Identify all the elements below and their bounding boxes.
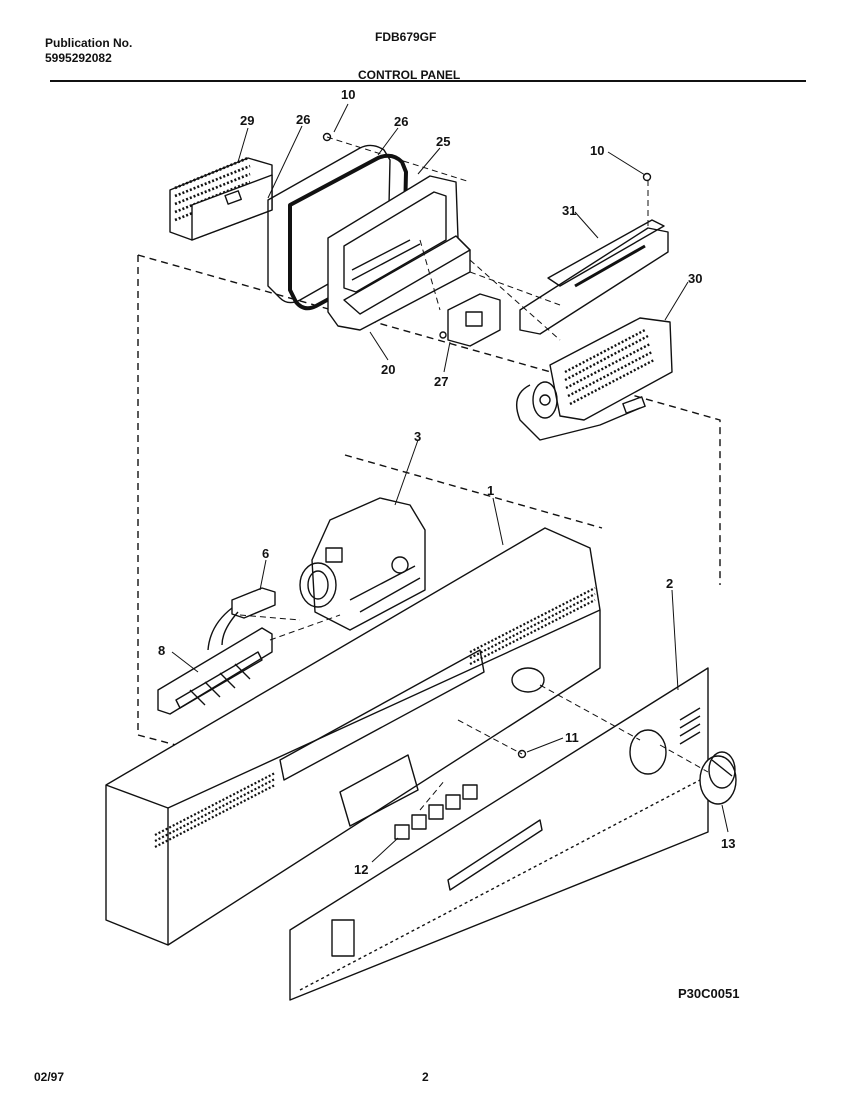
diagram-code: P30C0051 (678, 986, 740, 1001)
callout-8: 8 (158, 643, 165, 658)
part-3-timer (299, 497, 426, 631)
part-25-trim-frame (327, 175, 471, 331)
publication-number: 5995292082 (45, 51, 112, 65)
part-8-switch-bracket (157, 627, 273, 715)
callout-29: 29 (240, 113, 254, 128)
callout-13: 13 (721, 836, 735, 851)
part-10-screw-right (642, 172, 652, 182)
callout-27: 27 (434, 374, 448, 389)
part-6-terminal-block (207, 587, 276, 651)
callout-10b: 10 (590, 143, 604, 158)
part-30-blower-fan (516, 317, 673, 441)
part-2-overlay (289, 667, 709, 1001)
header-rule (50, 80, 806, 82)
part-13-knob (699, 751, 737, 805)
callout-20: 20 (381, 362, 395, 377)
assembly-lines (239, 136, 709, 811)
callout-26a: 26 (296, 112, 310, 127)
part-29-vent-insert (169, 156, 273, 241)
part-1-console (105, 527, 601, 946)
section-title: CONTROL PANEL (358, 68, 461, 82)
part-12-button-keypad (394, 784, 478, 840)
callout-1: 1 (487, 483, 494, 498)
model-number: FDB679GF (375, 30, 437, 44)
assembly-plane-edge (344, 454, 603, 529)
part-27-switch (439, 293, 501, 347)
publication-label: Publication No. (45, 36, 133, 50)
callout-25: 25 (436, 134, 450, 149)
callout-10a: 10 (341, 87, 355, 102)
callout-30: 30 (688, 271, 702, 286)
callout-3: 3 (414, 429, 421, 444)
callout-26b: 26 (394, 114, 408, 129)
leader-lines (171, 103, 729, 863)
page-number: 2 (422, 1070, 429, 1084)
callout-11: 11 (565, 730, 579, 745)
part-31-panel-bracket (519, 219, 669, 335)
callout-12: 12 (354, 862, 368, 877)
callout-31: 31 (562, 203, 576, 218)
part-10-screw-left (322, 132, 332, 142)
callout-2: 2 (666, 576, 673, 591)
part-11-screw (517, 749, 527, 759)
callout-6: 6 (262, 546, 269, 561)
assembly-plane-outline (137, 254, 721, 746)
publication-date: 02/97 (34, 1070, 65, 1084)
